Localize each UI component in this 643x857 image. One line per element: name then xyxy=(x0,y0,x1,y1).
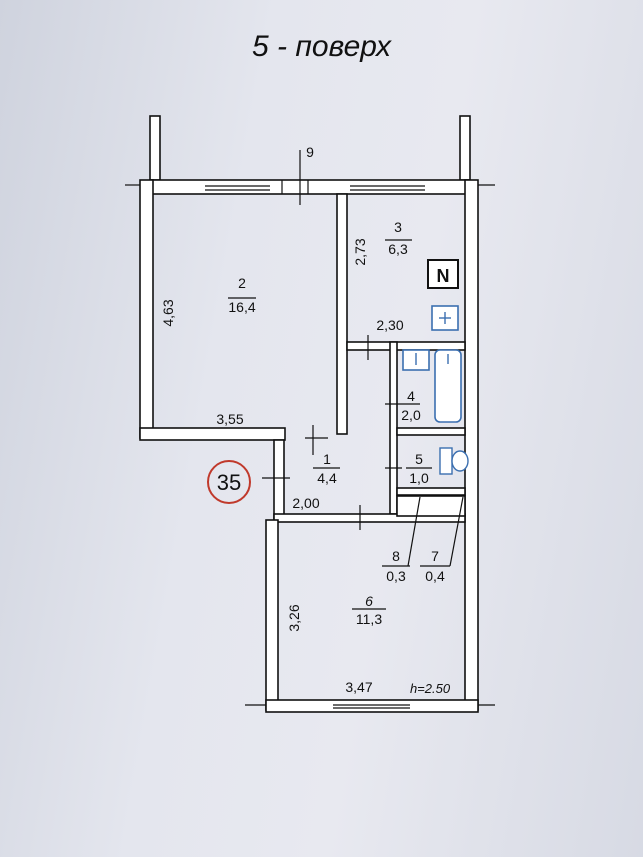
room-2-number: 2 xyxy=(238,275,246,291)
room-1-area: 4,4 xyxy=(317,470,337,486)
dim-hall-width: 2,00 xyxy=(292,495,319,511)
room-9-number: 9 xyxy=(306,144,314,160)
wall-right xyxy=(464,179,479,711)
room-3-area: 6,3 xyxy=(388,241,408,257)
wall-room6-left xyxy=(265,519,279,711)
closets-7-8 xyxy=(396,495,466,517)
wall-room2-bottom xyxy=(139,427,286,441)
bath-sink-icon xyxy=(402,349,430,371)
room-7-area: 0,4 xyxy=(425,568,445,584)
apartment-number-badge: 35 xyxy=(207,460,251,504)
wall-room2-room3 xyxy=(336,193,348,435)
room-4-number: 4 xyxy=(407,388,415,404)
stove-icon: N xyxy=(427,259,459,289)
ceiling-height-note: h=2.50 xyxy=(410,681,451,696)
balcony-wall-right xyxy=(459,115,471,181)
room-6-area: 11,3 xyxy=(356,611,382,627)
wall-bath-wc xyxy=(396,427,466,436)
wall-room6-bottom xyxy=(265,699,479,713)
dim-room2-width: 3,55 xyxy=(216,411,243,427)
svg-text:35: 35 xyxy=(217,470,241,495)
floor-title: 5 - поверх xyxy=(252,30,391,63)
wall-hall-left xyxy=(273,439,285,521)
room-7-number: 7 xyxy=(431,548,439,564)
room-3-number: 3 xyxy=(394,219,402,235)
room-2-area: 16,4 xyxy=(228,299,255,315)
dim-room6-width: 3,47 xyxy=(345,679,372,695)
wall-wc-bottom xyxy=(396,487,466,496)
balcony-wall-left xyxy=(149,115,161,181)
wall-bath-left xyxy=(389,341,398,515)
dim-room3-height: 2,73 xyxy=(352,238,368,265)
room-1-number: 1 xyxy=(323,451,331,467)
wall-room3-bottom xyxy=(346,341,466,351)
room-5-area: 1,0 xyxy=(409,470,429,486)
toilet-icon xyxy=(439,447,469,475)
wall-room2-left xyxy=(139,179,154,439)
dim-room3-width: 2,30 xyxy=(376,317,403,333)
room-8-number: 8 xyxy=(392,548,400,564)
wall-hall-room6 xyxy=(273,513,466,523)
svg-text:N: N xyxy=(437,266,450,286)
wall-top xyxy=(149,179,471,195)
room-4-area: 2,0 xyxy=(401,407,421,423)
room-8-area: 0,3 xyxy=(386,568,406,584)
room-5-number: 5 xyxy=(415,451,423,467)
dim-room6-height: 3,26 xyxy=(286,604,302,631)
kitchen-sink-icon xyxy=(431,305,459,331)
dim-room2-height: 4,63 xyxy=(160,299,176,326)
room-6-number: 6 xyxy=(365,593,373,609)
bathtub-icon xyxy=(434,349,462,423)
